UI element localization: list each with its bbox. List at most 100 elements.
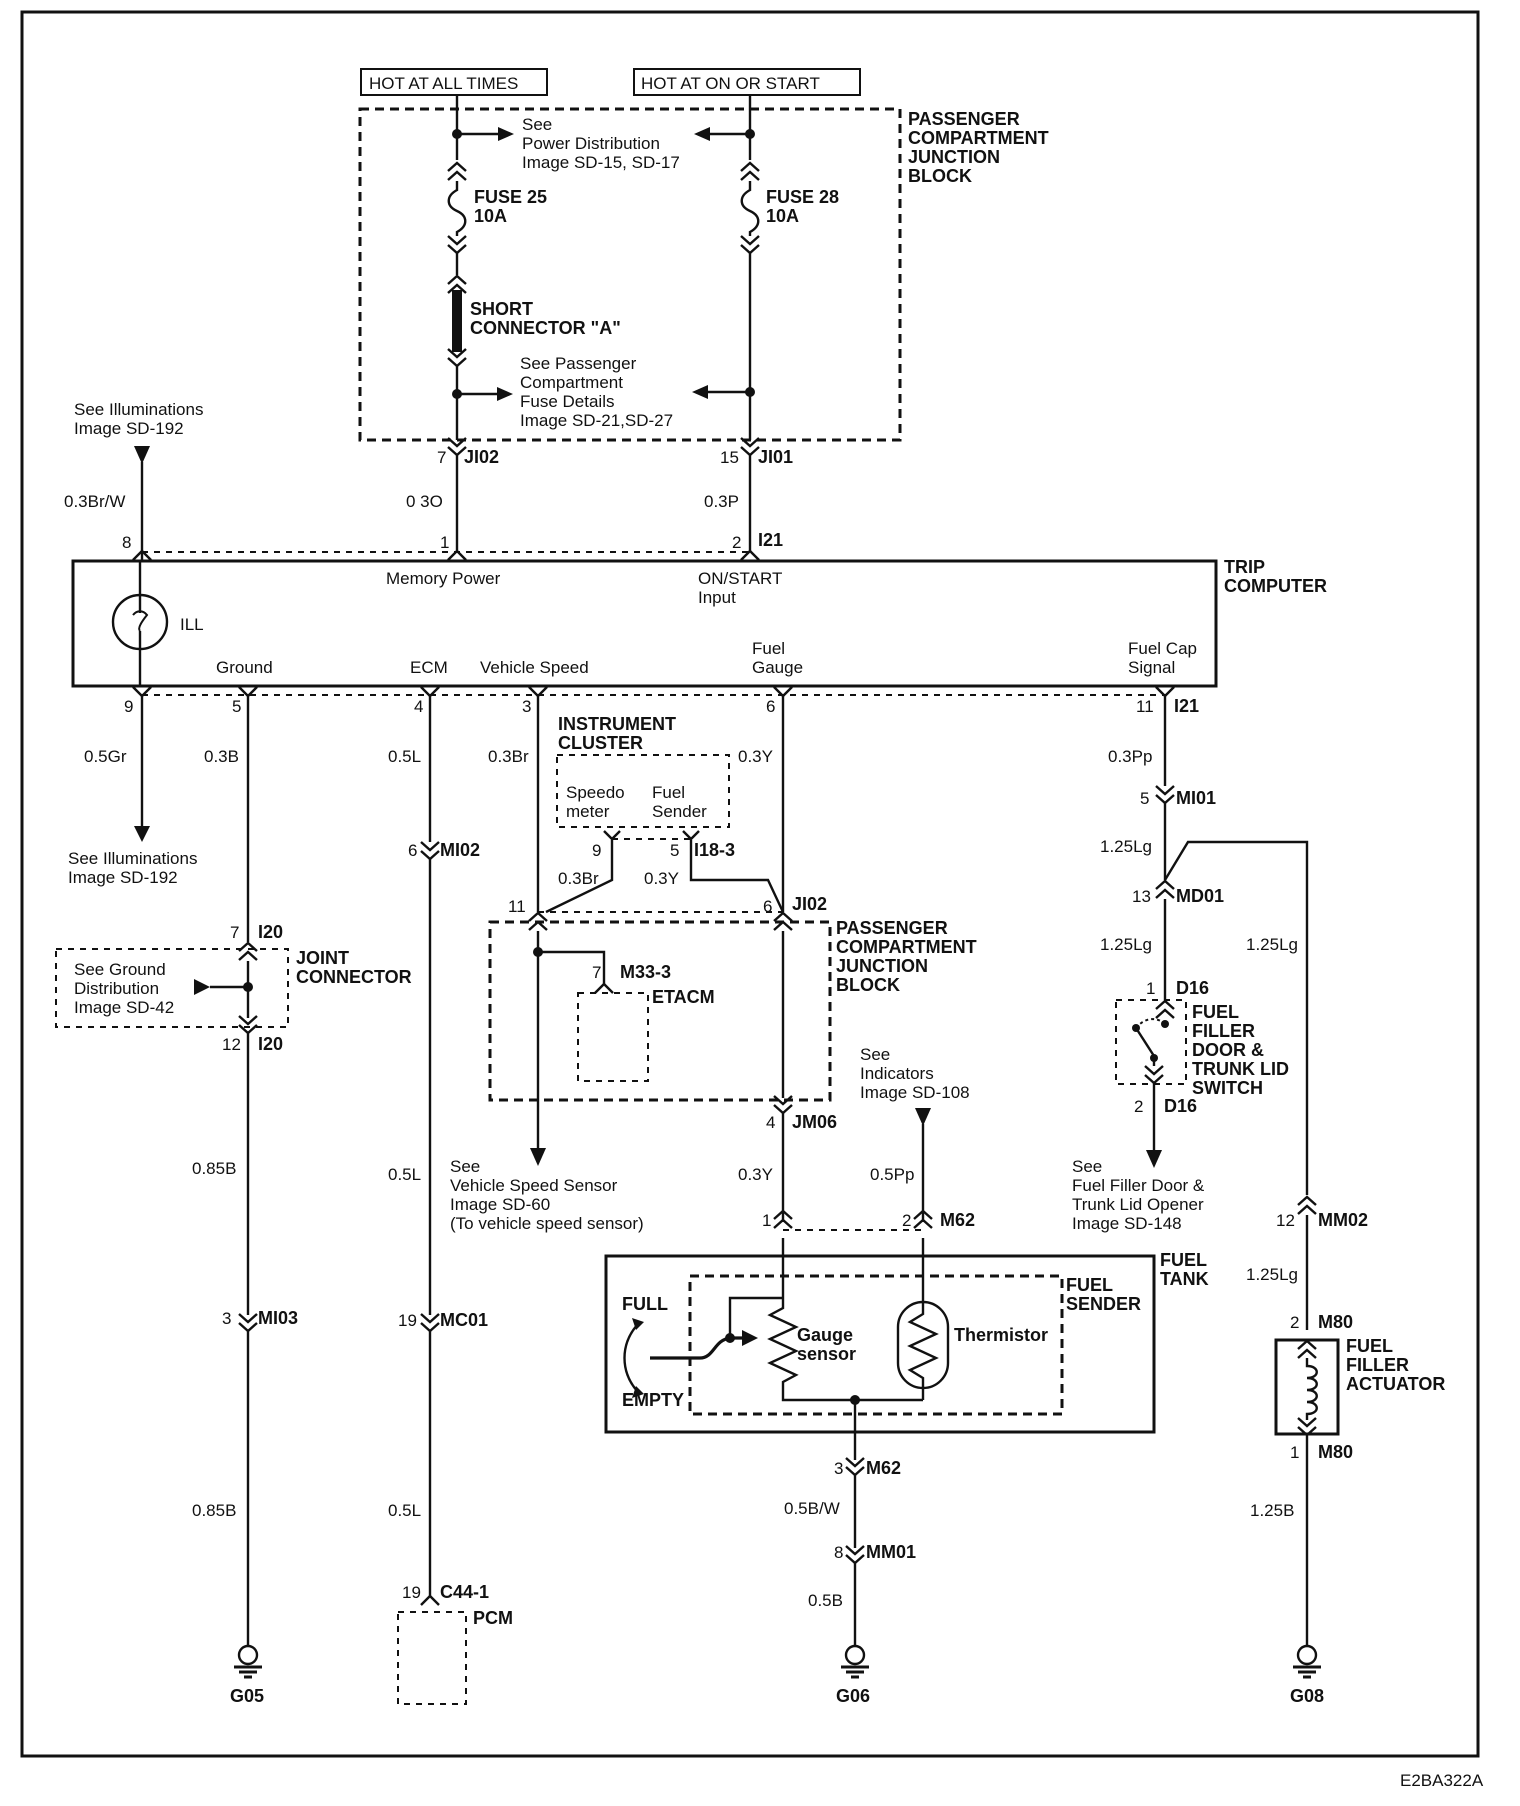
fuel-sender-label: Fuel Sender [652,783,707,821]
hot-all-times-label: HOT AT ALL TIMES [369,74,518,93]
svg-text:COMPARTMENT: COMPARTMENT [908,128,1049,148]
connector-label: M80 [1318,1442,1353,1462]
connector-label: I20 [258,1034,283,1054]
arrow-power-dist-left [694,127,710,141]
pin-label: 2 [1290,1313,1299,1332]
pin-label: 3 [222,1309,231,1328]
pcjb-mid-label: PASSENGER COMPARTMENT JUNCTION BLOCK [836,918,977,995]
svg-text:JUNCTION: JUNCTION [836,956,928,976]
svg-text:Image SD-21,SD-27: Image SD-21,SD-27 [520,411,673,430]
connector-label: JI02 [464,447,499,467]
diagram-code: E2BA322A [1400,1771,1484,1790]
switch-blade-icon [1134,1027,1156,1057]
fuel-sender-box [688,1274,1064,1416]
svg-text:FILLER: FILLER [1346,1355,1409,1375]
hot-on-start-box [633,68,861,96]
svg-text:Image SD-60: Image SD-60 [450,1195,550,1214]
connector-label: JI02 [792,894,827,914]
wire-color-label: 1.25Lg [1100,837,1152,856]
svg-text:FUEL: FUEL [1346,1336,1393,1356]
connector-d16-icon [1154,999,1176,1020]
gauge-sensor-resistor-icon [767,1238,923,1402]
svg-text:SWITCH: SWITCH [1192,1078,1263,1098]
connector-label: I18-3 [694,840,735,860]
svg-text:CLUSTER: CLUSTER [558,733,643,753]
connector-mi02-icon [419,840,441,861]
connector-mm02-icon [1296,1195,1318,1216]
full-label: FULL [622,1294,668,1314]
onstart-label: ON/START [698,569,782,588]
pin-label: 4 [414,697,423,716]
arrow-door-opener [1146,1150,1162,1168]
connector-icon [1296,1339,1318,1360]
svg-text:INSTRUMENT: INSTRUMENT [558,714,676,734]
pin-label: 7 [230,923,239,942]
pin-label: 6 [408,841,417,860]
hot-all-times-box [360,68,548,96]
ecm-label: ECM [410,658,448,677]
wire-color-label: 0.5B/W [784,1499,840,1518]
see-ground-label: See Ground Distribution Image SD-42 [74,960,174,1017]
connector-label: D16 [1176,978,1209,998]
ground-g06-icon [839,1644,871,1679]
instrument-cluster-box [556,754,730,828]
connector-label: M62 [866,1458,901,1478]
svg-text:FUSE 28: FUSE 28 [766,187,839,207]
svg-text:See: See [860,1045,890,1064]
svg-text:See Illuminations: See Illuminations [74,400,203,419]
pin-label: 9 [124,697,133,716]
hot-on-start-label: HOT AT ON OR START [641,74,820,93]
wire-color-label: 1.25Lg [1246,935,1298,954]
etacm-box [577,992,649,1082]
svg-text:See: See [1072,1157,1102,1176]
pin-label: 2 [1134,1097,1143,1116]
fuse28-label: FUSE 28 10A [766,187,839,226]
svg-text:See Passenger: See Passenger [520,354,637,373]
switch-link-icon [1135,1018,1166,1029]
connector-mi03-icon [237,1312,259,1333]
wire-color-label: 0.3B [204,747,239,766]
svg-text:JUNCTION: JUNCTION [908,147,1000,167]
wire-color-label: 0.3Pp [1108,747,1152,766]
connector-jm06-icon [772,1094,794,1115]
svg-text:SENDER: SENDER [1066,1294,1141,1314]
instrument-cluster-label: INSTRUMENT CLUSTER [558,714,676,753]
svg-text:Indicators: Indicators [860,1064,934,1083]
pin-label: 8 [122,533,131,552]
pcjb-top-label: PASSENGER COMPARTMENT JUNCTION BLOCK [908,109,1049,186]
short-connector-icon [452,290,462,352]
fuel-label: Fuel [752,639,785,658]
wire-color-label: 0.5Gr [84,747,127,766]
ground-g05-icon [232,1644,264,1679]
trip-computer-box [71,559,1218,688]
connector-icon [446,161,468,182]
svg-text:Image SD-15, SD-17: Image SD-15, SD-17 [522,153,680,172]
gauge-sensor-label: Gauge [797,1325,853,1345]
actuator-coil-icon [1305,1358,1318,1420]
switch-contact-icon [1161,1020,1169,1028]
pin-label: 9 [592,841,601,860]
connector-label: I21 [758,530,783,550]
speedometer-label: Speedo meter [566,783,625,821]
svg-text:See: See [450,1157,480,1176]
connector-md01-icon [1154,879,1176,900]
thermistor-resistor-icon [907,1302,939,1400]
ground-g05-label: G05 [230,1686,264,1706]
instrument-pins [603,830,700,841]
pin-label: 8 [834,1543,843,1562]
ill-label: ILL [180,615,204,634]
svg-text:FUEL: FUEL [1160,1250,1207,1270]
wire-color-label: 0.3Br/W [64,492,125,511]
svg-text:FUSE 25: FUSE 25 [474,187,547,207]
see-power-dist-label: See Power Distribution Image SD-15, SD-1… [522,115,680,172]
arrow-fuse-details [497,387,513,401]
empty-label: EMPTY [622,1390,684,1410]
wiper-arrow-icon [742,1330,758,1346]
connector-label: MM01 [866,1542,916,1562]
wire-color-label: 0.3Br [488,747,529,766]
svg-text:10A: 10A [766,206,799,226]
fuel-tank-box [604,1254,1156,1434]
pin-label: 12 [1276,1211,1295,1230]
pin-label: 1 [762,1211,771,1230]
pin-label: 1 [440,533,449,552]
